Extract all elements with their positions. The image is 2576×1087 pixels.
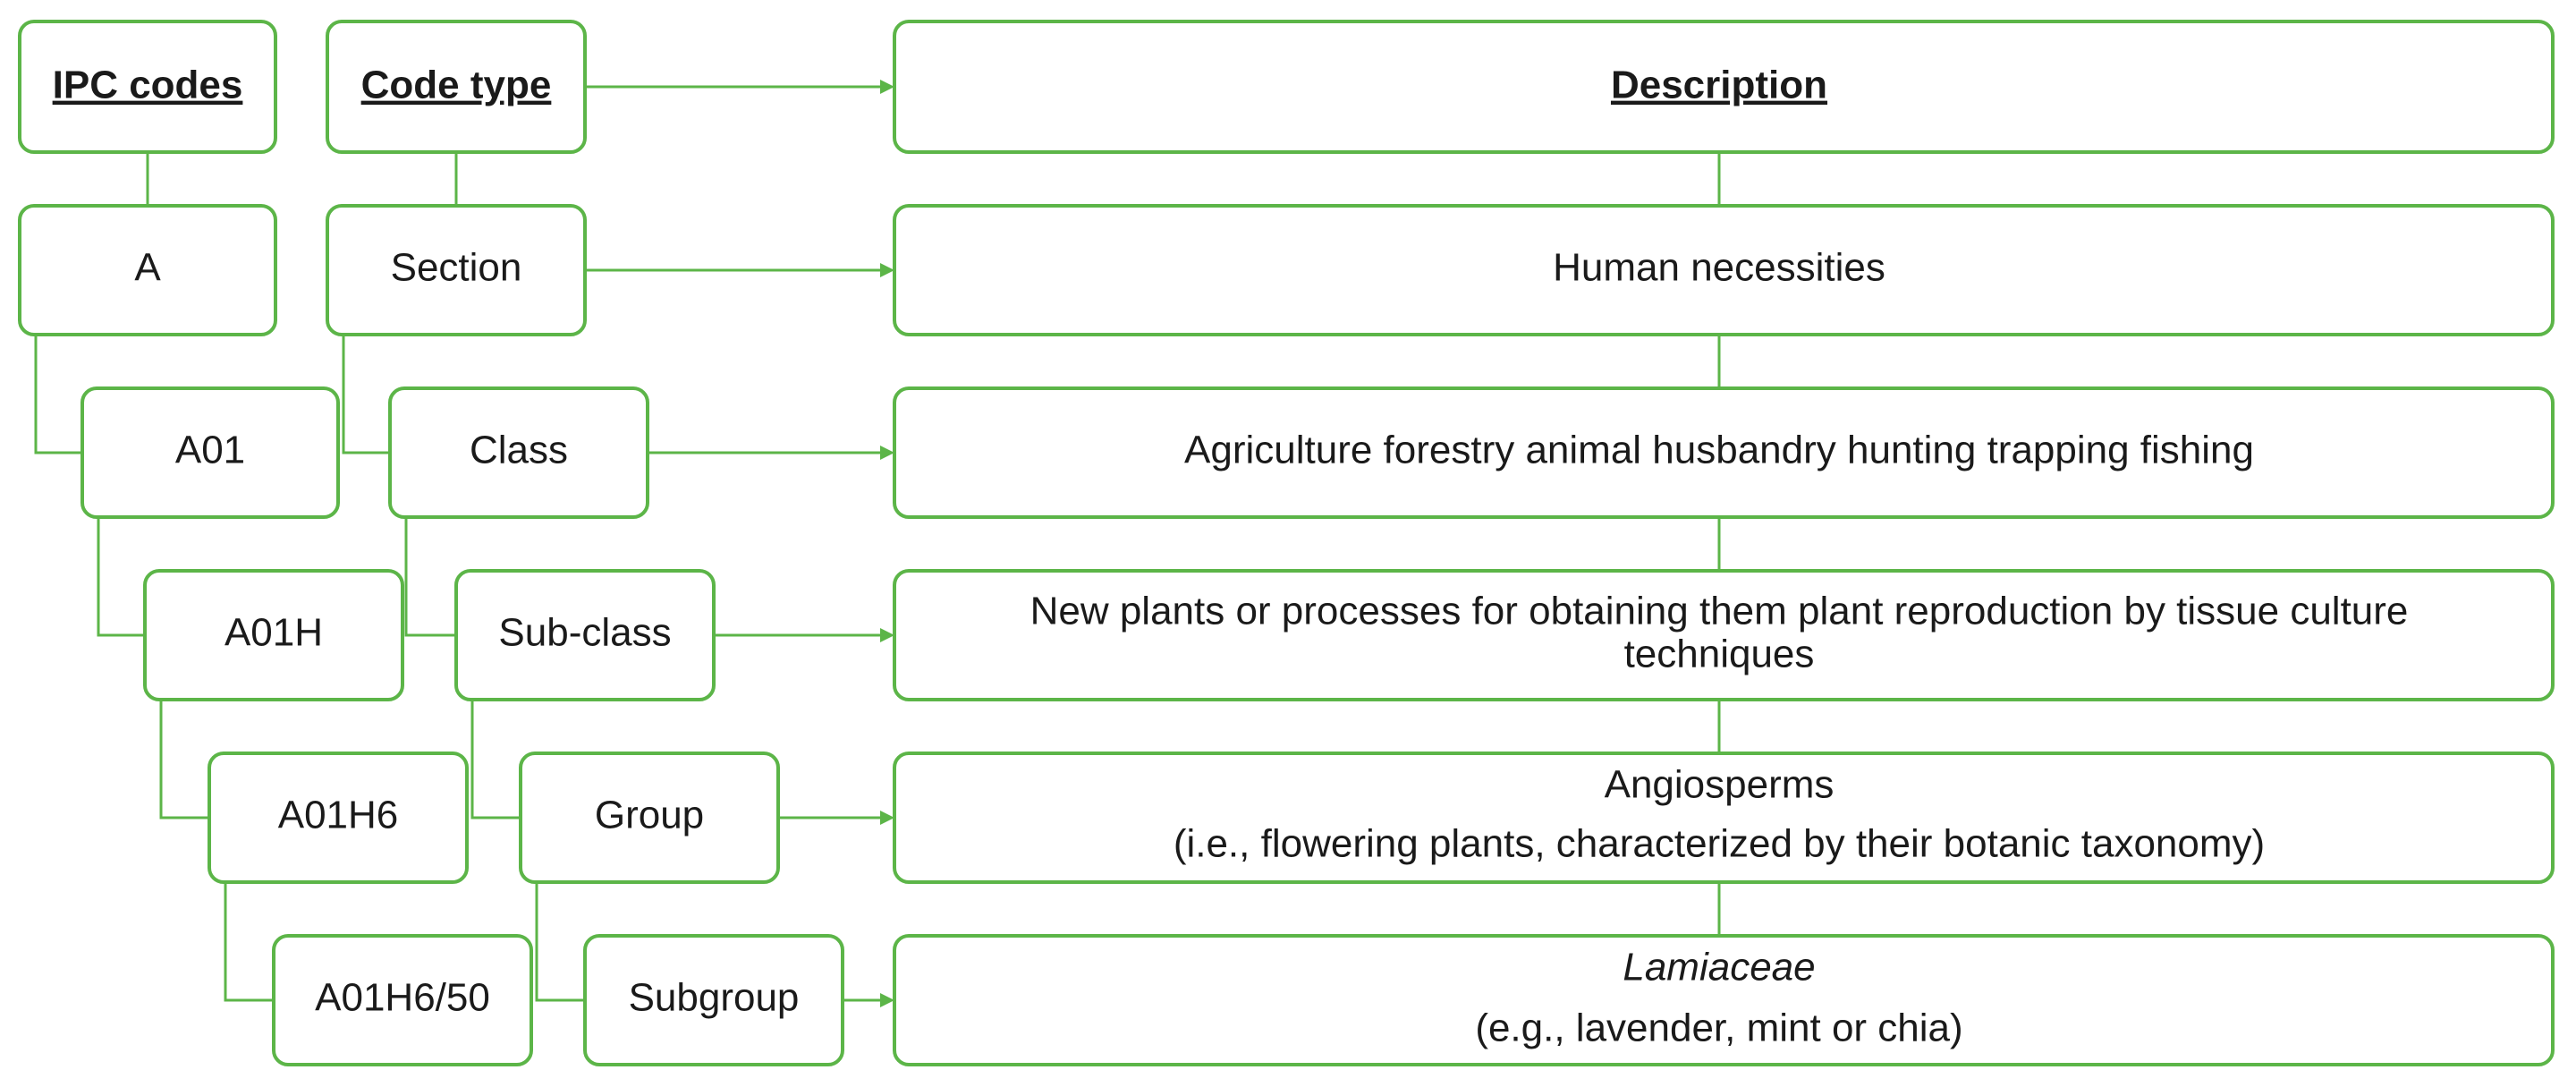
ipc-codes-header-box: IPC codes (18, 20, 277, 154)
code-type-header-box: Code type (326, 20, 587, 154)
arrowhead (880, 993, 894, 1007)
description-header: Description (1611, 64, 1827, 107)
type-box-class: Class (388, 386, 649, 519)
description-box-group: Angiosperms (i.e., flowering plants, cha… (893, 752, 2555, 884)
tree-connector (404, 517, 456, 637)
code-type: Sub-class (498, 611, 671, 655)
description-line: Angiosperms (1605, 763, 1835, 807)
arrowhead (880, 628, 894, 642)
type-box-section: Section (326, 204, 587, 336)
ipc-code: A01H6 (278, 794, 399, 837)
ipc-code: A (134, 246, 161, 290)
ipc-codes-header: IPC codes (53, 64, 243, 107)
description-line: Agriculture forestry animal husbandry hu… (1184, 429, 2254, 472)
tree-connector (470, 700, 521, 819)
tree-connector (34, 335, 82, 454)
tree-connectors (34, 152, 1721, 1002)
description-header-box: Description (893, 20, 2555, 154)
description-line: Lamiaceae (1623, 946, 1815, 989)
arrowhead (880, 811, 894, 825)
ipc-code: A01 (175, 429, 245, 472)
arrowhead (880, 80, 894, 94)
description-line: (i.e., flowering plants, characterized b… (1174, 822, 2265, 866)
code-type: Class (470, 429, 568, 472)
code-box-subgroup: A01H6/50 (272, 934, 533, 1066)
description-box-class: Agriculture forestry animal husbandry hu… (893, 386, 2555, 519)
arrowhead (880, 446, 894, 460)
code-type: Subgroup (629, 976, 800, 1020)
tree-connector (342, 335, 390, 454)
type-box-subgroup: Subgroup (583, 934, 844, 1066)
description-line: (e.g., lavender, mint or chia) (1475, 1006, 1962, 1050)
diagram-boxes: IPC codes Code type Description A Sectio… (18, 20, 2555, 1066)
type-box-subclass: Sub-class (454, 569, 716, 701)
arrowhead (880, 263, 894, 277)
description-arrows (585, 80, 894, 1007)
description-box-section: Human necessities (893, 204, 2555, 336)
description-line: techniques (1624, 633, 1815, 676)
tree-connector (159, 700, 209, 819)
tree-connector (97, 517, 145, 637)
code-box-class: A01 (80, 386, 340, 519)
ipc-code: A01H (225, 611, 323, 655)
description-box-subgroup: Lamiaceae (e.g., lavender, mint or chia) (893, 934, 2555, 1066)
tree-connector (224, 882, 274, 1002)
description-line: Human necessities (1553, 246, 1885, 290)
ipc-code: A01H6/50 (315, 976, 490, 1020)
code-type-header: Code type (361, 64, 552, 107)
tree-connector (535, 882, 585, 1002)
type-box-group: Group (519, 752, 780, 884)
description-box-subclass: New plants or processes for obtaining th… (893, 569, 2555, 701)
code-box-group: A01H6 (208, 752, 469, 884)
code-type: Group (595, 794, 704, 837)
code-box-subclass: A01H (143, 569, 404, 701)
description-line: New plants or processes for obtaining th… (1030, 590, 2409, 633)
code-box-section: A (18, 204, 277, 336)
code-type: Section (391, 246, 522, 290)
